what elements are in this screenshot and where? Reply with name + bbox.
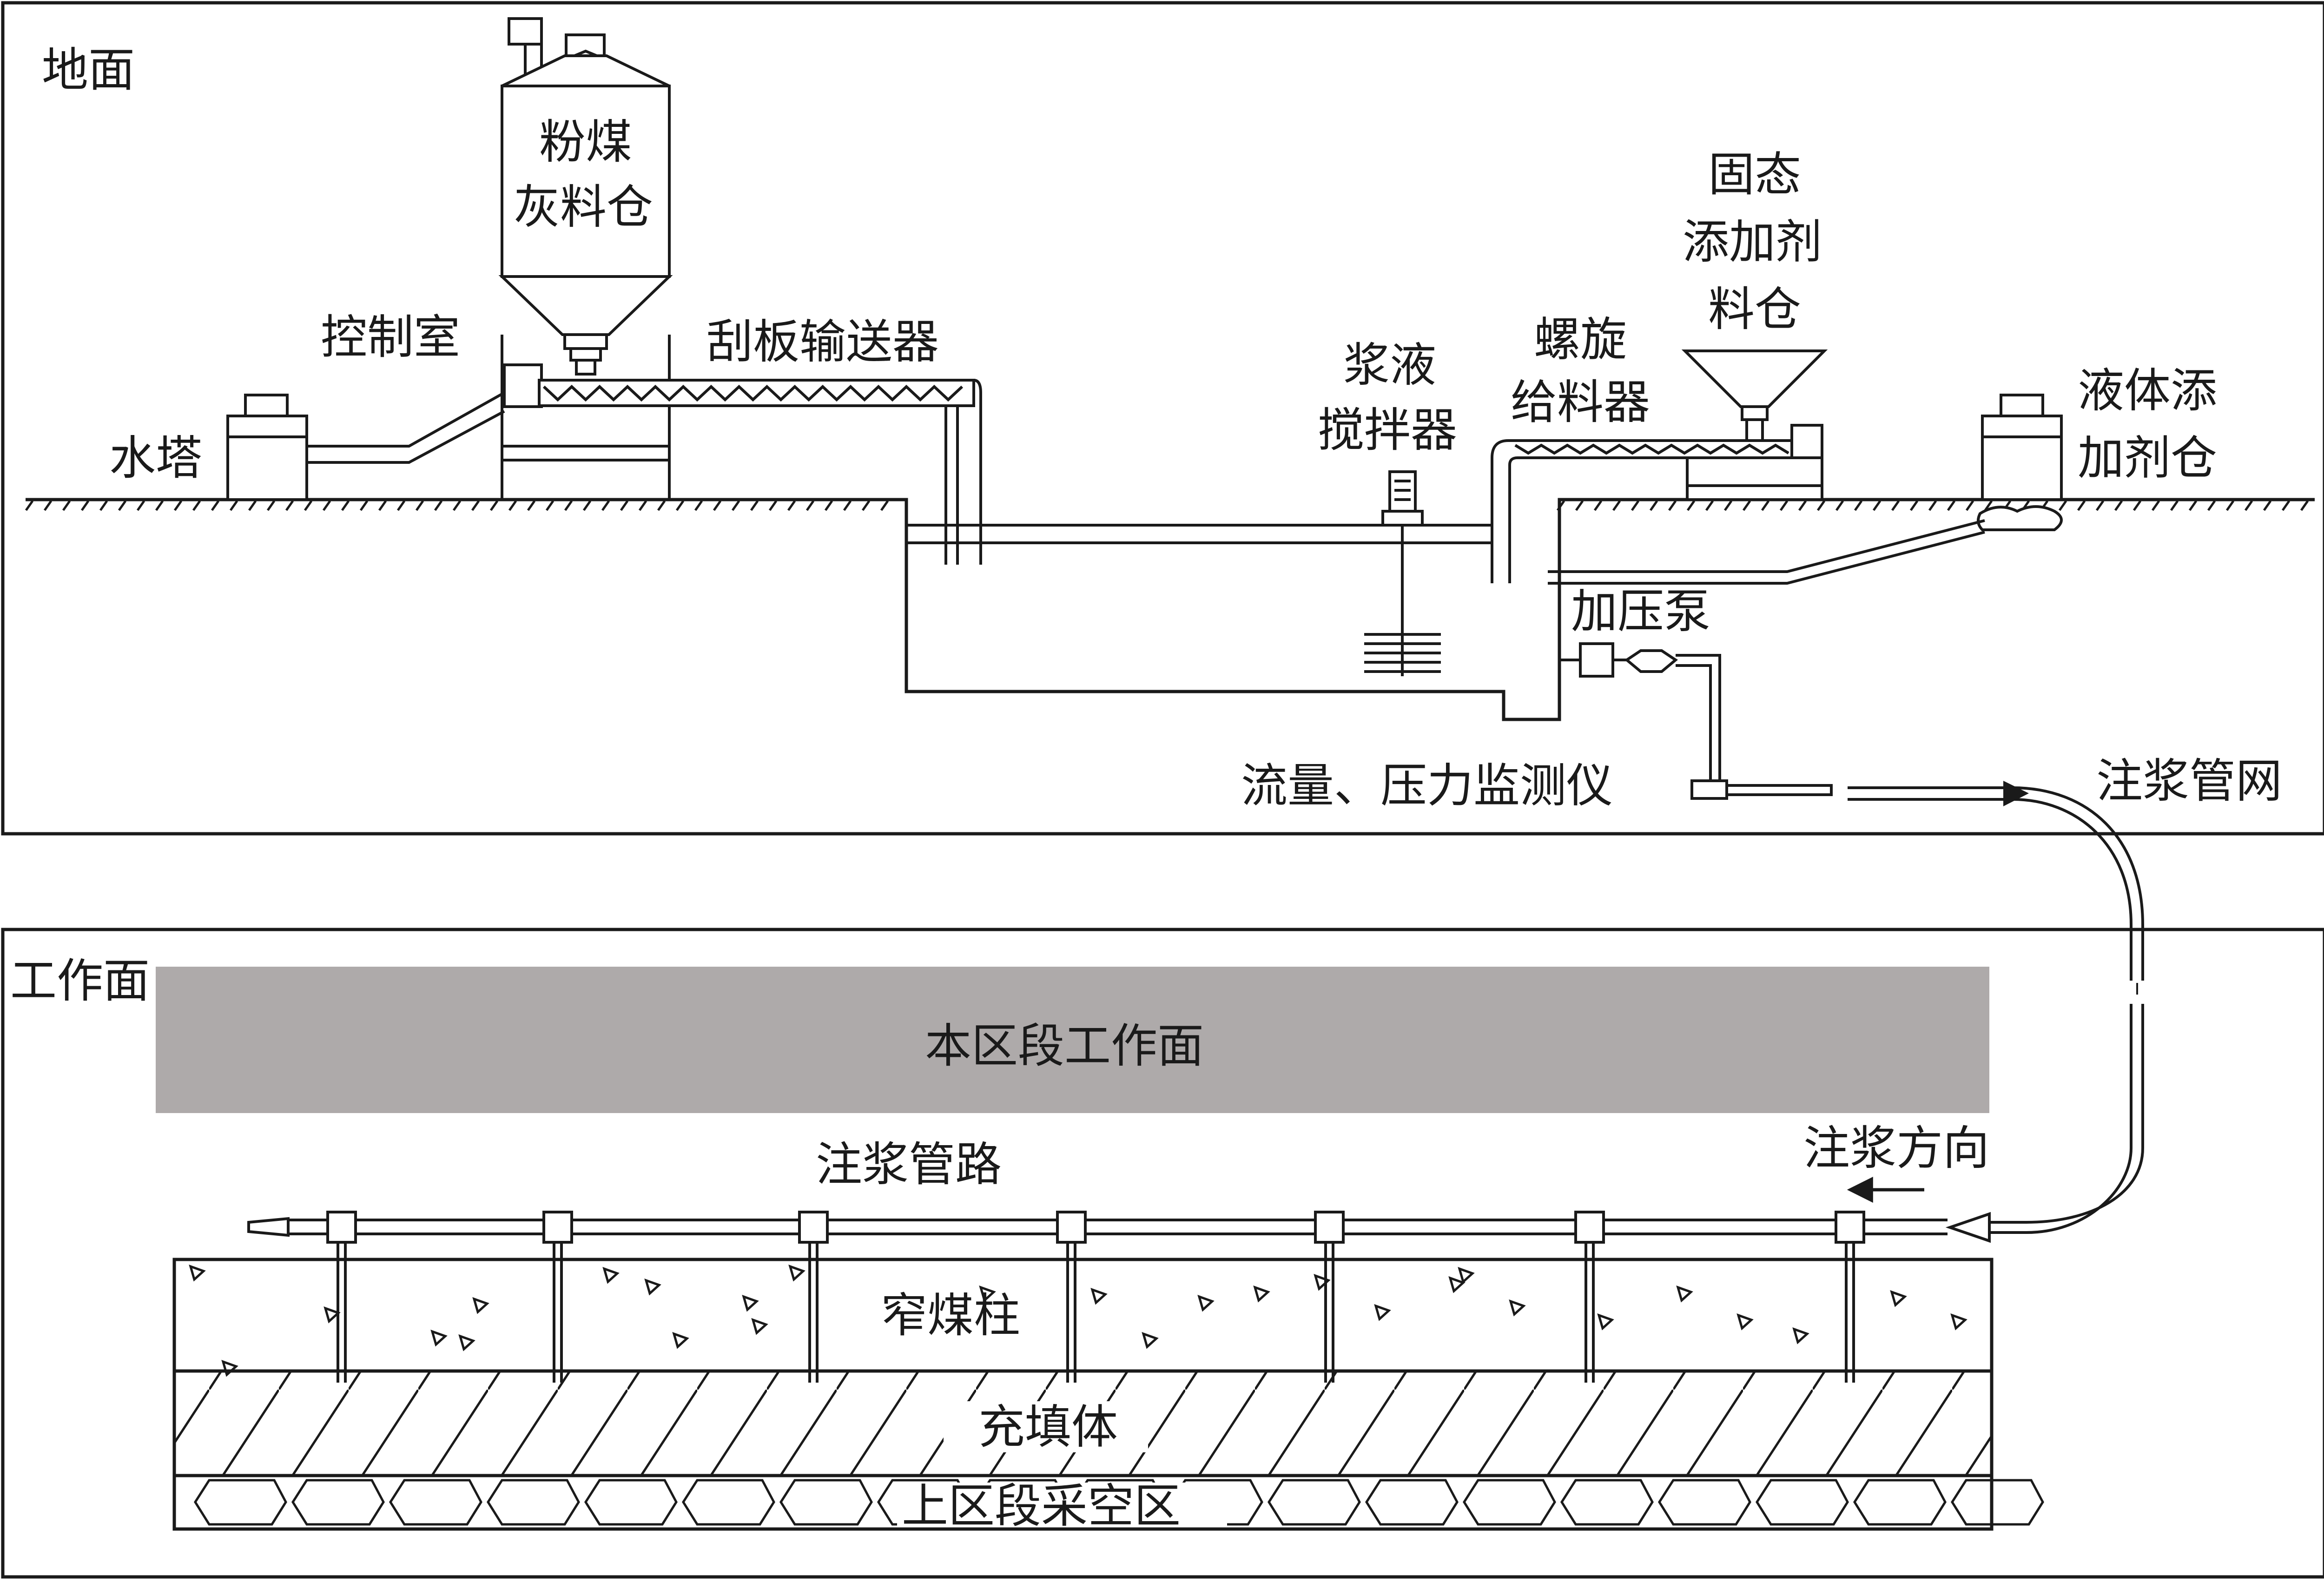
working-face-label: 本区段工作面	[925, 1019, 1204, 1073]
scraper-conveyor-label: 刮板输送器	[706, 315, 939, 369]
monitor-label: 流量、压力监测仪	[1241, 758, 1613, 813]
additive-pipe	[1548, 519, 1985, 585]
mixer-label-line1: 浆液	[1343, 338, 1436, 392]
workface-panel: 工作面 本区段工作面 注浆管路 注浆方向 窄煤柱 充填体 上区段采空区	[1, 928, 2324, 1579]
solid-additive-label-line3: 料仓	[1708, 282, 1801, 336]
liquid-tank-icon	[1977, 394, 2063, 531]
pump-icon	[1559, 642, 1721, 785]
screw-feeder-label-line1: 螺旋	[1534, 312, 1627, 367]
mixer-icon	[1364, 470, 1441, 676]
mixer-label-line2: 搅拌器	[1318, 403, 1457, 457]
surface-panel-label: 地面	[42, 43, 135, 97]
screw-feeder-label-line2: 给料器	[1511, 375, 1650, 429]
grout-network-label: 注浆管网	[2096, 754, 2282, 808]
backfill-layer	[172, 1369, 1994, 1477]
water-tower-label: 水塔	[109, 431, 202, 485]
liquid-additive-label-line2: 加剂仓	[2078, 431, 2217, 485]
ground-line	[25, 498, 2315, 721]
water-pipe	[307, 391, 505, 464]
liquid-additive-label-line1: 液体添	[2078, 363, 2217, 418]
hopper-icon	[1681, 349, 1828, 442]
grout-network-pipe	[1848, 781, 2144, 1243]
control-room-label: 控制室	[321, 310, 460, 364]
water-tower-icon	[226, 394, 308, 501]
silo-icon	[498, 17, 673, 500]
grouting-direction-label: 注浆方向	[1803, 1121, 1989, 1175]
grouting-pipeline-label: 注浆管路	[816, 1137, 1002, 1192]
control-room-icon	[503, 363, 543, 408]
backfill-label: 充填体	[978, 1400, 1118, 1454]
screw-feeder-icon	[1491, 424, 1823, 583]
coal-pillar-label: 窄煤柱	[881, 1288, 1020, 1343]
coal-pillar-layer	[172, 1258, 1994, 1377]
workface-panel-label: 工作面	[10, 954, 150, 1008]
working-face-band	[156, 967, 1989, 1113]
trench-pipe	[906, 524, 1511, 583]
ground-hatch	[25, 500, 2309, 511]
silo-label-line1: 粉煤	[539, 115, 632, 169]
pump-label: 加压泵	[1571, 584, 1710, 639]
solid-additive-label-line2: 添加剂	[1683, 215, 1822, 269]
monitor-icon	[1690, 779, 1833, 800]
goaf-layer	[172, 1474, 2044, 1531]
silo-label-line2: 灰料仓	[514, 180, 653, 234]
conveyor-icon	[538, 379, 982, 565]
solid-additive-label-line1: 固态	[1708, 147, 1801, 202]
injection-pipeline	[247, 1211, 1948, 1383]
goaf-label: 上区段采空区	[902, 1479, 1181, 1533]
surface-panel: 地面 水塔 控制室	[1, 1, 2324, 836]
